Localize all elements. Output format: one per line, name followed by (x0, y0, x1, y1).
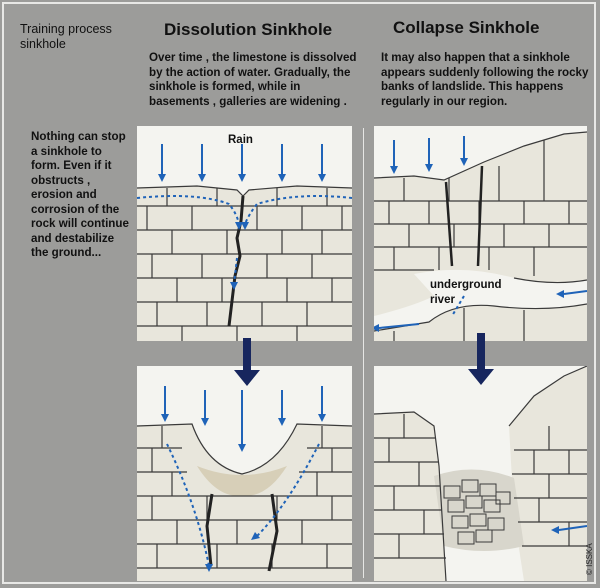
panel-collapse-late-drawing (374, 366, 587, 581)
panel-dissolution-late-drawing (137, 386, 352, 581)
panel-collapse-early-drawing (374, 131, 587, 341)
diagram-title: Training process sinkhole (20, 22, 112, 51)
panel-dissolution-late (137, 366, 352, 581)
column-divider (363, 128, 364, 578)
side-note: Nothing can stop a sinkhole to form. Eve… (31, 130, 129, 259)
arrow-down-collapse-icon (468, 333, 494, 385)
dissolution-description: Over time , the limestone is dissolved b… (149, 51, 357, 108)
underground-label: underground (430, 279, 502, 291)
panel-collapse-early: underground river (374, 126, 587, 341)
panel-dissolution-early: Rain (137, 126, 352, 341)
dissolution-heading: Dissolution Sinkhole (164, 20, 333, 39)
panel-dissolution-early-drawing (137, 126, 352, 341)
river-label: river (430, 294, 455, 306)
arrow-down-dissolution-icon (234, 338, 260, 386)
panel-collapse-late (374, 366, 587, 581)
collapse-description: It may also happen that a sinkhole appea… (381, 51, 589, 108)
rain-label: Rain (228, 134, 253, 146)
outer-frame (2, 2, 596, 584)
copyright-credit: © ISSKA (585, 543, 594, 575)
collapse-heading: Collapse Sinkhole (393, 18, 540, 37)
